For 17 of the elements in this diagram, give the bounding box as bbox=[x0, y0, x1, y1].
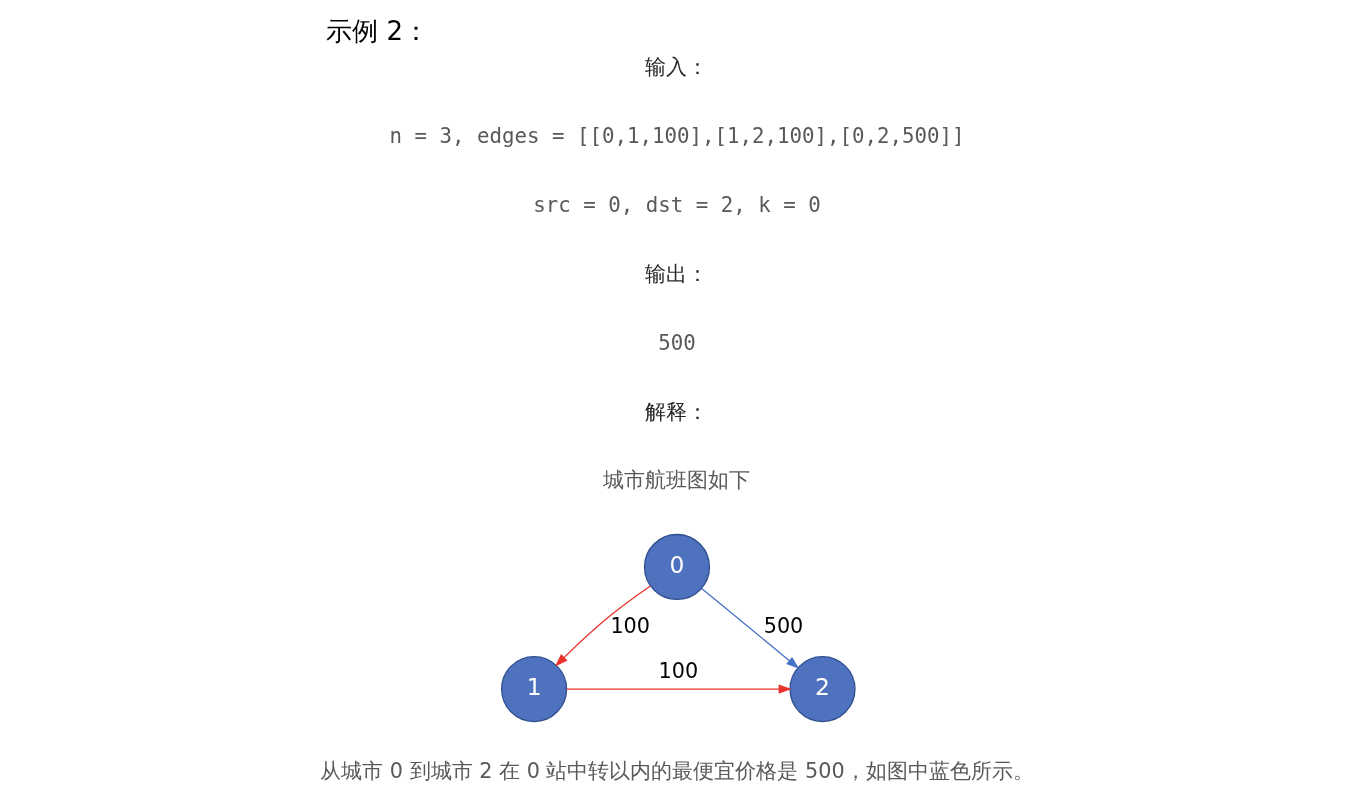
diagram-title: 示例 2： bbox=[326, 15, 429, 46]
label: src = 0, dst = 2, k = 0 bbox=[533, 193, 821, 218]
label: 从城市 0 到城市 2 在 0 站中转以内的最便宜价格是 500，如图中蓝色所示。 bbox=[320, 759, 1034, 784]
node-circle: 0 bbox=[643, 533, 711, 601]
arrow bbox=[565, 684, 792, 694]
edge-label: 100 bbox=[610, 613, 651, 638]
label: 输出： bbox=[645, 261, 709, 285]
label: 城市航班图如下 bbox=[603, 468, 751, 493]
edge-label: 500 bbox=[763, 613, 804, 638]
label: 500 bbox=[658, 330, 696, 355]
label: 输入： bbox=[645, 55, 709, 79]
arrow bbox=[555, 585, 652, 667]
label: 解释： bbox=[645, 399, 709, 423]
arrow bbox=[701, 587, 800, 669]
node-circle: 2 bbox=[789, 656, 856, 723]
edge-label: 100 bbox=[658, 659, 699, 684]
label: n = 3, edges = [[0,1,100],[1,2,100],[0,2,500]] bbox=[389, 124, 965, 149]
